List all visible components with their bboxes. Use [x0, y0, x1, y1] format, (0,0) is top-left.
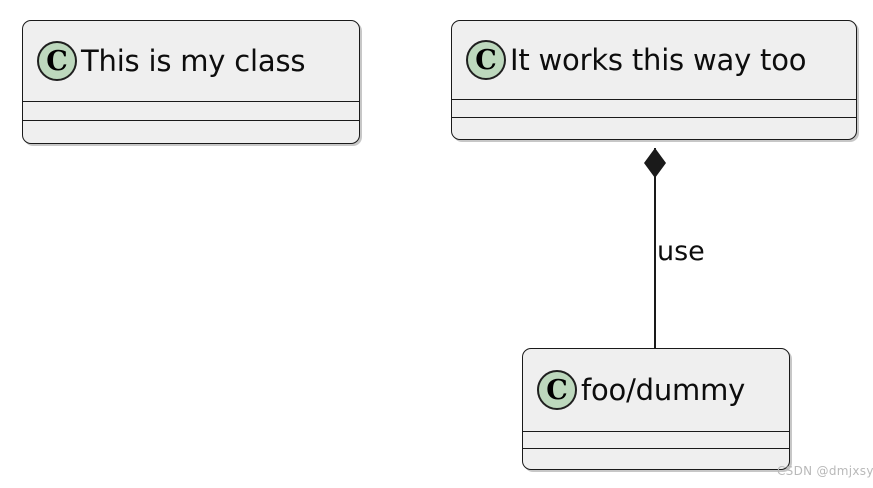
class-attributes-compartment	[452, 100, 856, 118]
class-header: C It works this way too	[452, 21, 856, 100]
class-stereotype-icon: C	[37, 41, 77, 81]
diamond-lower-half	[644, 163, 666, 178]
association-line[interactable]	[654, 148, 657, 349]
class-attributes-compartment	[23, 102, 359, 121]
class-name-label: foo/dummy	[581, 372, 746, 407]
class-operations-compartment	[23, 121, 359, 142]
watermark-text: CSDN @dmjxsy	[777, 464, 873, 478]
class-stereotype-icon: C	[537, 370, 577, 410]
class-header: C This is my class	[23, 21, 359, 102]
class-name-label: It works this way too	[510, 42, 807, 77]
uml-class-node[interactable]: C foo/dummy	[522, 348, 790, 470]
class-name-label: This is my class	[81, 43, 306, 78]
diamond-upper-half	[644, 148, 666, 163]
uml-class-node[interactable]: C This is my class	[22, 20, 360, 144]
class-stereotype-icon: C	[466, 40, 506, 80]
class-attributes-compartment	[523, 432, 789, 449]
association-label: use	[657, 236, 705, 267]
uml-class-node[interactable]: C It works this way too	[451, 20, 857, 140]
class-operations-compartment	[452, 118, 856, 138]
class-operations-compartment	[523, 449, 789, 468]
class-header: C foo/dummy	[523, 349, 789, 432]
